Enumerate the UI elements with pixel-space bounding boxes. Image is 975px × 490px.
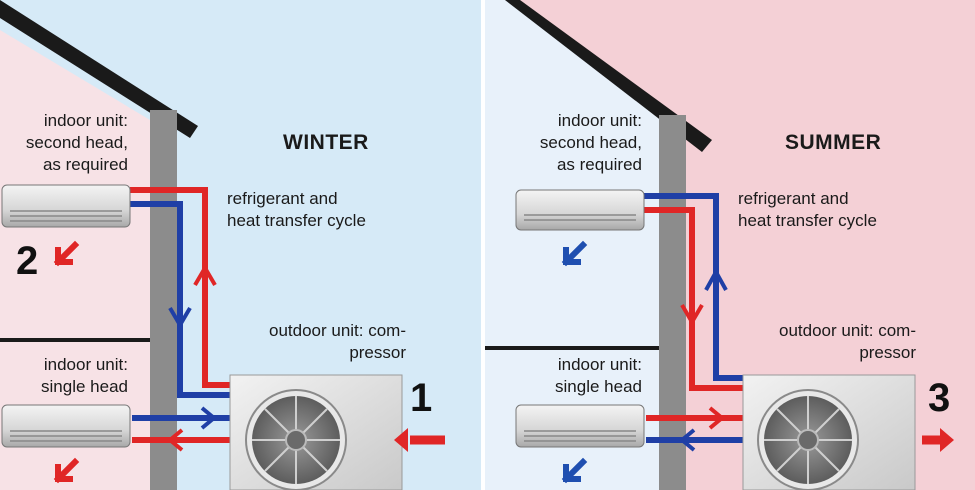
winter-arrow-right bbox=[200, 406, 218, 430]
winter-arrow-down bbox=[168, 306, 192, 329]
winter-outdoor-unit bbox=[229, 374, 403, 490]
winter-indoor-unit-single bbox=[1, 404, 131, 448]
winter-roof-line bbox=[0, 0, 198, 138]
winter-cycle-label: refrigerant and heat transfer cycle bbox=[227, 189, 366, 230]
winter-title: WINTER bbox=[283, 131, 369, 154]
summer-outdoor-unit bbox=[742, 374, 916, 490]
summer-indoor-single-label: indoor unit: single head bbox=[555, 355, 642, 396]
summer-cycle-label: refrigerant and heat transfer cycle bbox=[738, 189, 877, 230]
summer-cold-pipe-upper bbox=[644, 193, 745, 381]
winter-airflow-arrow-upper bbox=[53, 240, 80, 267]
summer-floor-line bbox=[484, 346, 659, 350]
summer-arrow-down bbox=[680, 303, 704, 326]
winter-panel bbox=[0, 0, 484, 490]
summer-marker-3: 3 bbox=[928, 376, 951, 420]
winter-marker-1: 1 bbox=[410, 376, 433, 420]
winter-wall bbox=[150, 110, 177, 490]
winter-arrow-up bbox=[193, 264, 217, 287]
summer-arrow-left bbox=[678, 428, 696, 452]
summer-wall bbox=[659, 115, 686, 490]
summer-airflow-arrow-lower bbox=[561, 457, 588, 484]
winter-outdoor-label: outdoor unit: com- pressor bbox=[268, 321, 406, 362]
summer-title: SUMMER bbox=[785, 131, 882, 154]
summer-indoor-second-label: indoor unit: second head, as required bbox=[539, 111, 642, 174]
winter-hot-pipe-upper bbox=[130, 187, 232, 388]
winter-indoor-unit-second bbox=[1, 184, 131, 228]
summer-indoor-unit-second bbox=[515, 189, 645, 231]
winter-floor-line bbox=[0, 338, 150, 342]
winter-marker-2: 2 bbox=[16, 239, 39, 283]
summer-hot-pipe-upper bbox=[644, 207, 745, 391]
winter-arrow-left bbox=[166, 428, 184, 452]
summer-panel bbox=[481, 0, 975, 490]
summer-outdoor-label: outdoor unit: com- pressor bbox=[778, 321, 916, 362]
summer-arrow-right bbox=[708, 406, 726, 430]
summer-airflow-arrow-upper bbox=[561, 240, 588, 267]
winter-cold-pipe-upper bbox=[130, 201, 232, 398]
summer-indoor-unit-single bbox=[515, 404, 645, 448]
summer-arrow-up bbox=[704, 267, 728, 291]
winter-indoor-second-label: indoor unit: second head, as required bbox=[25, 111, 128, 174]
winter-indoor-single-label: indoor unit: single head bbox=[41, 355, 128, 396]
winter-airflow-arrow-lower bbox=[53, 457, 80, 484]
summer-roof-line bbox=[505, 0, 712, 152]
